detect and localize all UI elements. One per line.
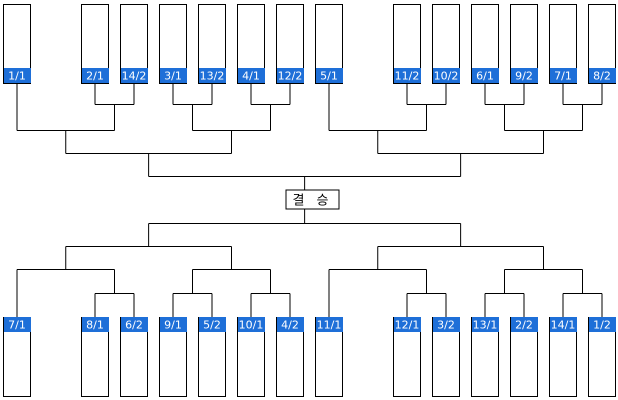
seed-label: 7/1 xyxy=(554,70,572,83)
seed-label: 7/1 xyxy=(8,319,26,332)
seed-label-bg xyxy=(82,68,109,83)
seed-label-bg xyxy=(511,68,538,83)
seed-label-bg xyxy=(511,317,538,332)
seed-label-bg xyxy=(238,317,265,332)
bottom-slot: 12/1 xyxy=(393,317,421,397)
top-slot: 6/1 xyxy=(471,4,499,84)
seed-label: 10/2 xyxy=(434,70,459,83)
seed-label: 5/2 xyxy=(203,319,221,332)
seed-label-bg xyxy=(160,68,187,83)
seed-label: 11/2 xyxy=(395,70,420,83)
seed-label-bg xyxy=(589,317,616,332)
top-slot: 11/2 xyxy=(393,4,421,84)
seed-label: 3/1 xyxy=(164,70,182,83)
bottom-slot: 8/1 xyxy=(81,317,109,397)
bottom-slot: 1/2 xyxy=(588,317,616,397)
seed-label: 6/2 xyxy=(125,319,143,332)
seed-label: 8/1 xyxy=(86,319,104,332)
seed-label: 1/1 xyxy=(8,70,26,83)
seed-label-bg xyxy=(589,68,616,83)
seed-label-bg xyxy=(394,68,421,83)
top-slot: 12/2 xyxy=(276,4,304,84)
seed-label-bg xyxy=(550,317,577,332)
bottom-slot: 3/2 xyxy=(432,317,460,397)
seed-label-bg xyxy=(550,68,577,83)
bottom-slot: 6/2 xyxy=(120,317,148,397)
top-slot: 4/1 xyxy=(237,4,265,84)
bottom-slot: 13/1 xyxy=(471,317,499,397)
seed-label: 13/1 xyxy=(473,319,498,332)
seed-label: 5/1 xyxy=(320,70,338,83)
bottom-slot: 9/1 xyxy=(159,317,187,397)
seed-label-bg xyxy=(472,317,499,332)
bracket-lines xyxy=(16,83,603,318)
seed-label-bg xyxy=(394,317,421,332)
seed-label: 2/2 xyxy=(515,319,533,332)
seed-label: 1/2 xyxy=(593,319,611,332)
seed-label: 14/1 xyxy=(551,319,576,332)
seed-label-bg xyxy=(433,68,460,83)
top-slot: 7/1 xyxy=(549,4,577,84)
bottom-slot: 4/2 xyxy=(276,317,304,397)
seed-label: 12/1 xyxy=(395,319,420,332)
final-label: 결 승 xyxy=(292,194,332,209)
seed-label: 4/2 xyxy=(281,319,299,332)
seed-label-bg xyxy=(121,68,148,83)
top-slot: 8/2 xyxy=(588,4,616,84)
seed-label: 10/1 xyxy=(239,319,264,332)
seed-label-bg xyxy=(121,317,148,332)
seed-label-bg xyxy=(316,317,343,332)
seed-label-bg xyxy=(160,317,187,332)
seed-label: 2/1 xyxy=(86,70,104,83)
seed-label-bg xyxy=(277,317,304,332)
bottom-slot: 7/1 xyxy=(3,317,31,397)
seed-label-bg xyxy=(433,317,460,332)
top-slot: 1/1 xyxy=(3,4,31,84)
seed-label: 4/1 xyxy=(242,70,260,83)
top-slot: 2/1 xyxy=(81,4,109,84)
top-slot: 9/2 xyxy=(510,4,538,84)
bottom-slot: 2/2 xyxy=(510,317,538,397)
seed-label-bg xyxy=(238,68,265,83)
seed-label: 3/2 xyxy=(437,319,455,332)
top-half-slots: 1/1 2/1 14/2 3/1 13/2 4/1 12/2 5/1 11/2 10/2 6/1 9/… xyxy=(3,4,616,84)
bottom-slot: 5/2 xyxy=(198,317,226,397)
bottom-slot: 10/1 xyxy=(237,317,265,397)
top-slot: 5/1 xyxy=(315,4,343,84)
seed-label: 11/1 xyxy=(317,319,342,332)
seed-label-bg xyxy=(4,317,31,332)
seed-label: 6/1 xyxy=(476,70,494,83)
seed-label-bg xyxy=(277,68,304,83)
top-slot: 14/2 xyxy=(120,4,148,84)
seed-label: 12/2 xyxy=(278,70,303,83)
bottom-slot: 14/1 xyxy=(549,317,577,397)
top-slot: 13/2 xyxy=(198,4,226,84)
seed-label-bg xyxy=(4,68,31,83)
seed-label: 9/1 xyxy=(164,319,182,332)
bottom-half-slots: 7/1 8/1 6/2 9/1 5/2 10/1 4/2 11/1 12/1 3/2 13/1 2/2… xyxy=(3,317,616,397)
seed-label: 9/2 xyxy=(515,70,533,83)
top-slot: 10/2 xyxy=(432,4,460,84)
bottom-slot: 11/1 xyxy=(315,317,343,397)
top-slot: 3/1 xyxy=(159,4,187,84)
seed-label-bg xyxy=(472,68,499,83)
seed-label: 8/2 xyxy=(593,70,611,83)
seed-label-bg xyxy=(316,68,343,83)
seed-label: 14/2 xyxy=(122,70,147,83)
seed-label-bg xyxy=(199,68,226,83)
final-box: 결 승 xyxy=(285,189,340,210)
seed-label-bg xyxy=(199,317,226,332)
seed-label-bg xyxy=(82,317,109,332)
seed-label: 13/2 xyxy=(200,70,225,83)
